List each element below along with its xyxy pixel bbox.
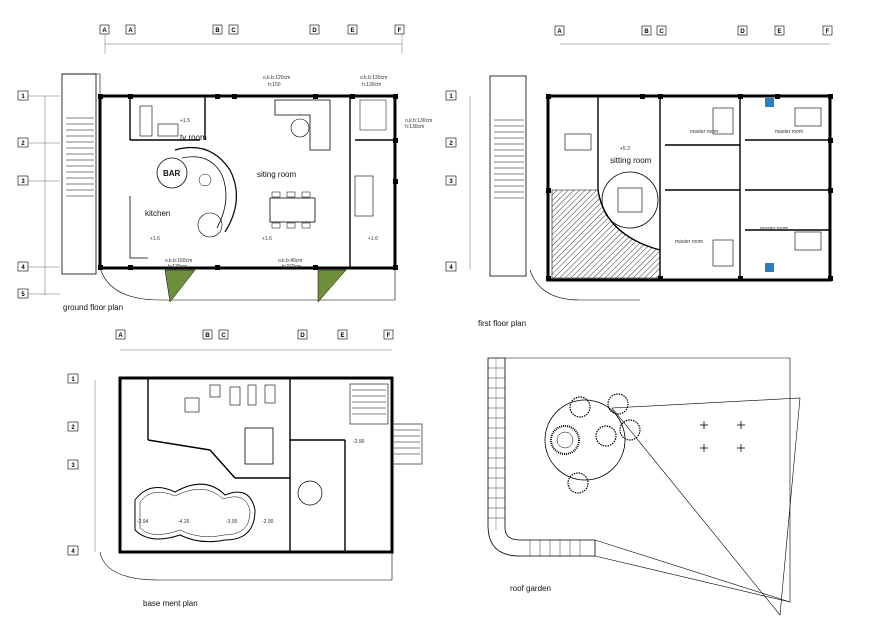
- axis-label: 4: [71, 549, 75, 555]
- level-mark: +5.3: [620, 146, 630, 152]
- room-label-master: master room: [760, 226, 788, 232]
- opening-note: o.k.b:40cm: [278, 258, 302, 264]
- first-axis-top: A B C D E F: [554, 25, 833, 36]
- level-mark: +1.6: [262, 236, 272, 242]
- axis-label: B: [644, 29, 649, 35]
- level-mark: -2.90: [262, 519, 274, 525]
- ground-axis-top: A A B C D E F: [99, 24, 405, 35]
- opening-note: h:270cm: [282, 264, 301, 270]
- axis-label: C: [231, 28, 236, 34]
- axis-label: F: [387, 333, 391, 339]
- axis-label: C: [221, 333, 226, 339]
- axis-label: 3: [449, 179, 453, 185]
- room-label-master: master room: [775, 129, 803, 135]
- room-label-sitting: siting room: [257, 170, 296, 179]
- basement-plan: A B C D E F 1 2 3 4: [67, 329, 423, 608]
- axis-label: E: [350, 28, 354, 34]
- room-label-master: master room: [675, 239, 703, 245]
- ground-axis-side: 1 2 3 4 5: [17, 90, 60, 299]
- first-floor-plan: A B C D E F 1 2 3 4: [445, 25, 833, 328]
- room-label-sitting: sitting room: [610, 156, 652, 165]
- axis-label: A: [102, 28, 107, 34]
- axis-label: A: [557, 29, 562, 35]
- ground-floor-plan: A A B C D E F 1 2 3 4: [17, 24, 432, 312]
- basement-axis-top: A B C D E F: [115, 329, 394, 340]
- level-mark: -2.90: [353, 439, 365, 445]
- ground-external-stair: [61, 73, 101, 275]
- axis-label: 2: [449, 141, 453, 147]
- axis-label: A: [118, 333, 123, 339]
- axis-label: D: [312, 28, 317, 34]
- level-mark: +1.6: [150, 236, 160, 242]
- axis-label: B: [205, 333, 210, 339]
- room-label-master: master room: [690, 129, 718, 135]
- axis-label: 1: [21, 94, 25, 100]
- first-axis-side: 1 2 3 4: [445, 90, 471, 272]
- level-mark: -2.94: [137, 519, 149, 525]
- axis-label: D: [300, 333, 305, 339]
- axis-label: 2: [21, 141, 25, 147]
- axis-label: 4: [449, 265, 453, 271]
- basement-plan-caption: base ment plan: [143, 599, 198, 608]
- axis-label: F: [826, 29, 830, 35]
- opening-note: h:150: [268, 82, 281, 88]
- axis-label: 5: [21, 292, 25, 298]
- ground-plan-caption: ground floor plan: [63, 303, 123, 312]
- opening-note: h:130cm: [168, 264, 187, 270]
- opening-note: o.k.b:130cm: [360, 75, 387, 81]
- ground-exterior-walls: [98, 94, 397, 270]
- axis-label: 2: [71, 425, 75, 431]
- axis-label: E: [777, 29, 781, 35]
- axis-label: 1: [71, 377, 75, 383]
- level-mark: -3.90: [226, 519, 238, 525]
- opening-note: o.k.b:120cm: [263, 75, 290, 81]
- roof-plan-caption: roof garden: [510, 584, 551, 593]
- axis-label: E: [340, 333, 344, 339]
- opening-note: o.k.b:160cm: [165, 258, 192, 264]
- level-mark: +1.6: [368, 236, 378, 242]
- axis-label: 3: [71, 463, 75, 469]
- opening-note: h:130cm: [405, 124, 424, 130]
- axis-label: A: [128, 28, 133, 34]
- axis-label: C: [659, 29, 664, 35]
- room-label-kitchen: kitchen: [145, 209, 170, 218]
- level-mark: +1.5: [180, 118, 190, 124]
- basement-axis-side: 1 2 3 4: [67, 373, 96, 556]
- opening-note: o.k.b:130cm: [405, 118, 432, 124]
- opening-note: h:130cm: [362, 82, 381, 88]
- room-label-tv: tv room: [180, 133, 207, 142]
- axis-label: 1: [449, 94, 453, 100]
- axis-label: D: [740, 29, 745, 35]
- axis-label: 4: [21, 265, 25, 271]
- axis-label: B: [215, 28, 220, 34]
- room-label-bar: BAR: [163, 169, 181, 178]
- axis-label: F: [398, 28, 402, 34]
- level-mark: -4.26: [178, 519, 190, 525]
- first-plan-caption: first floor plan: [478, 319, 526, 328]
- roof-garden-plan: roof garden: [487, 357, 801, 616]
- axis-label: 3: [21, 179, 25, 185]
